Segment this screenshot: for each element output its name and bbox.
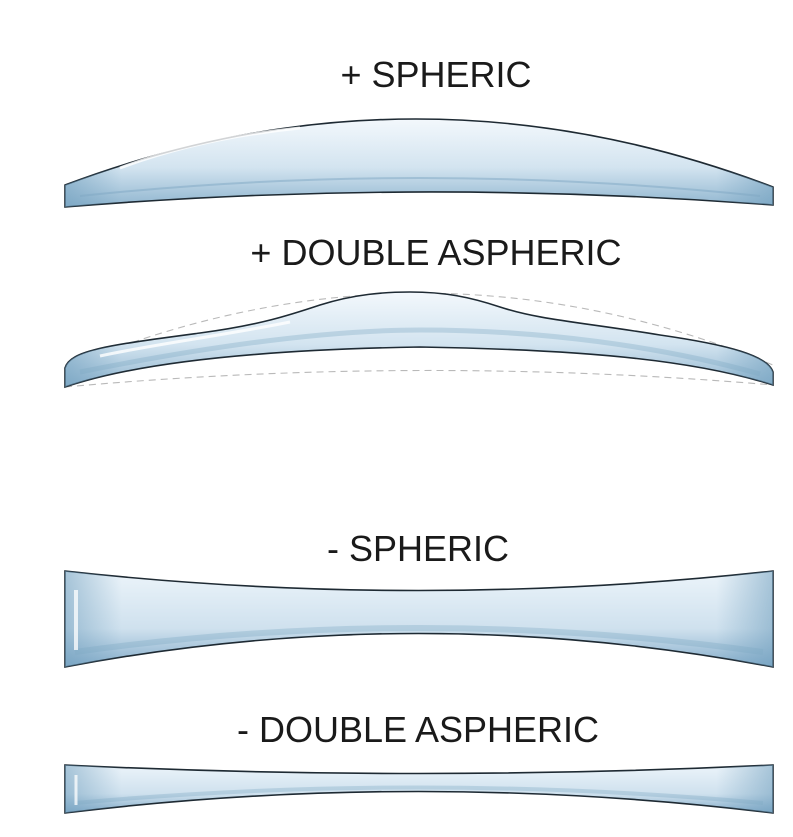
minus-spheric-label: - SPHERIC [327,528,509,569]
plus-spheric-lens-edge-shade [65,118,773,207]
minus-double-aspheric-lens-group: - DOUBLE ASPHERIC [64,709,774,814]
plus-double-aspheric-lens-group: + DOUBLE ASPHERIC [64,232,774,389]
minus-spheric-lens-inner-band [74,625,764,655]
plus-spheric-lens-inner-band [79,177,761,197]
minus-spheric-lens-group: - SPHERIC [64,528,774,668]
minus-double-aspheric-lens-inner-band [74,785,764,805]
minus-spheric-lens-edge-shade [65,571,773,667]
minus-double-aspheric-lens-edge-shade [65,765,773,813]
plus-double-aspheric-lens-inner-band [79,327,761,377]
minus-double-aspheric-label: - DOUBLE ASPHERIC [237,709,599,750]
plus-double-aspheric-label: + DOUBLE ASPHERIC [250,232,621,273]
plus-double-aspheric-lens-edge-shade [65,292,773,387]
plus-double-aspheric-lens-highlight [99,320,291,358]
plus-spheric-label: + SPHERIC [340,54,531,95]
plus-spheric-lens-group: + SPHERIC [64,54,774,208]
plus-spheric-lens-highlight [119,126,301,170]
spheric-back-reference-dashed [64,369,774,388]
